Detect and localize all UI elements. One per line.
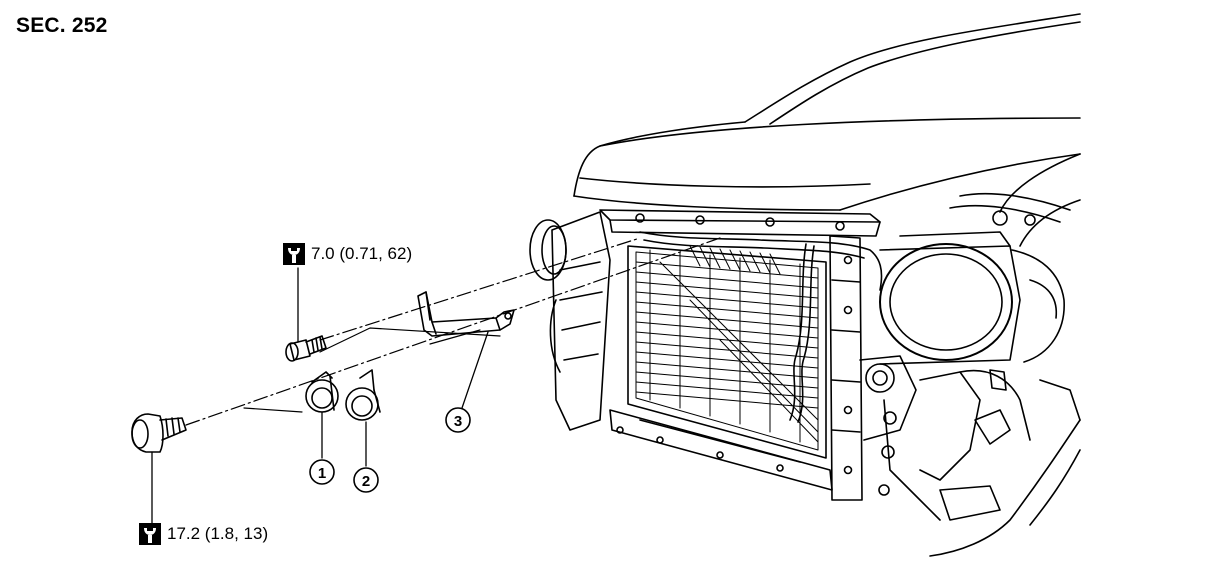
torque-spec-upper-bolt: 7.0 (0.71, 62) [283, 243, 412, 265]
torque-spec-lower-bolt: 17.2 (1.8, 13) [139, 523, 268, 545]
horn-bracket [417, 291, 515, 337]
lower-bolt [131, 413, 187, 453]
upper-bolt [285, 335, 327, 362]
torque-value-upper: 7.0 (0.71, 62) [311, 244, 413, 263]
callout-2 [353, 467, 379, 493]
callout-1 [309, 459, 335, 485]
wrench-icon [139, 523, 161, 545]
wrench-icon [283, 243, 305, 265]
lower-front-structure [859, 355, 1081, 521]
vehicle-body [573, 13, 1081, 557]
callout-3-label: 3 [454, 413, 462, 430]
section-code: SEC. 252 [16, 14, 108, 37]
radiator-support [529, 209, 881, 501]
condenser-core [627, 231, 883, 459]
horn-high [345, 369, 381, 421]
callout-1-label: 1 [318, 465, 326, 482]
assembly-leader-lines [185, 237, 721, 426]
callout-leaders [151, 267, 489, 525]
headlamp [879, 192, 1071, 365]
horn-low [305, 371, 339, 413]
torque-value-lower: 17.2 (1.8, 13) [167, 524, 269, 543]
callout-2-label: 2 [362, 473, 370, 490]
callout-3 [445, 407, 471, 433]
